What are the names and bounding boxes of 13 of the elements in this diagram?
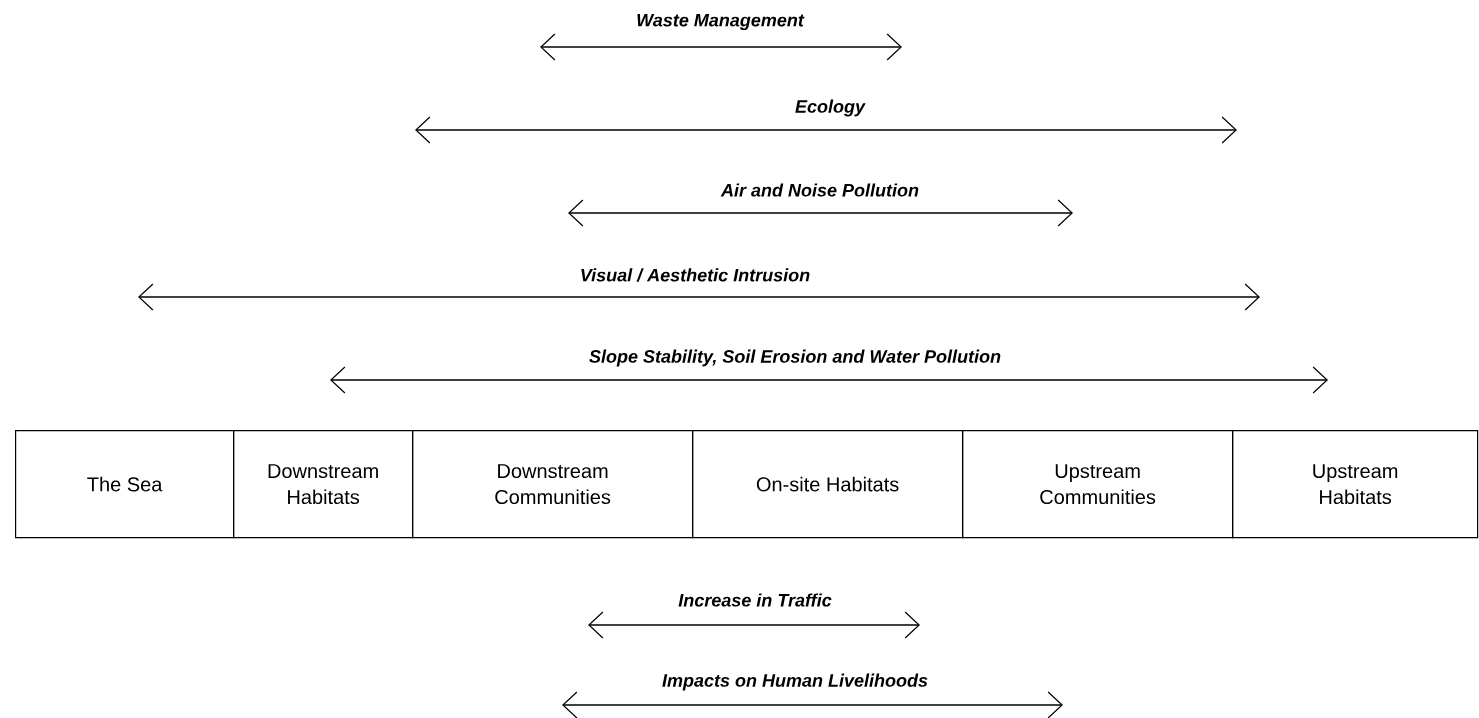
- table-cell: Upstream Communities: [962, 430, 1234, 539]
- range-label: Slope Stability, Soil Erosion and Water Pollution: [589, 349, 1001, 367]
- range-label: Air and Noise Pollution: [720, 183, 919, 197]
- range-label: Visual / Aesthetic Intrusion: [581, 268, 810, 282]
- range-label: Increase in Traffic: [678, 593, 832, 607]
- table-cell: Downstream Habitats: [233, 430, 414, 539]
- range-label: Ecology: [795, 99, 866, 117]
- range-label: Impacts on Human Livelihoods: [662, 673, 928, 691]
- table-cell: Downstream Communities: [412, 430, 694, 539]
- table-cell: Upstream Habitats: [1232, 430, 1479, 539]
- table-cell: The Sea: [15, 430, 235, 539]
- range-label: Waste Management: [637, 13, 805, 31]
- table-cell: On-site Habitats: [692, 430, 964, 539]
